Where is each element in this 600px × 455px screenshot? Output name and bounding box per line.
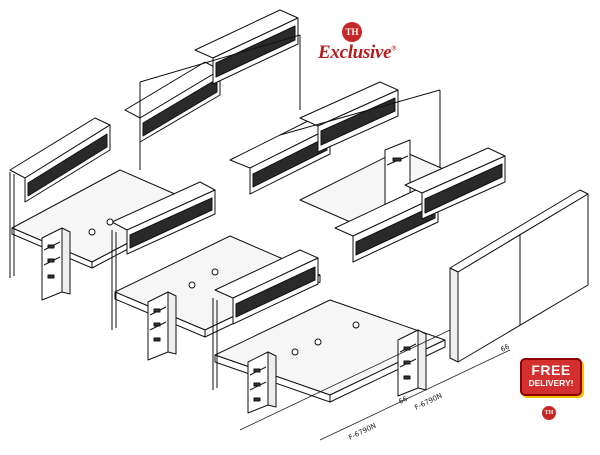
overhead-hutch <box>111 181 216 255</box>
pedestal <box>41 227 71 301</box>
pedestal <box>147 291 177 361</box>
badge-line2: DELIVERY! <box>528 378 574 388</box>
dimension-label: 66 <box>499 342 511 353</box>
end-panel <box>449 189 589 363</box>
overhead-hutch <box>404 147 506 220</box>
overhead-hutch <box>334 187 439 263</box>
pedestal <box>247 351 277 414</box>
brand-name-text: Exclusive <box>318 42 392 63</box>
brand-logo: TH Exclusive® <box>318 20 398 68</box>
overhead-hutch <box>299 81 399 153</box>
free-delivery-badge: FREE DELIVERY! <box>520 358 582 396</box>
overhead-hutch <box>9 117 111 203</box>
overhead-hutch <box>124 61 221 143</box>
trademark: ® <box>391 44 397 53</box>
badge-line1: FREE <box>531 362 571 378</box>
overhead-hutch <box>194 9 299 85</box>
overhead-hutch <box>229 119 331 195</box>
logo-mark-icon: TH <box>342 22 362 42</box>
brand-name: Exclusive® <box>318 42 397 64</box>
desk-accessories <box>88 218 360 356</box>
pedestal <box>397 329 427 397</box>
badge-box: FREE DELIVERY! <box>520 358 582 396</box>
footer-logo-icon: TH <box>542 406 556 420</box>
dimension-label: 66 <box>397 394 409 405</box>
dimension-lines <box>239 329 511 441</box>
dimension-label: F-6790N <box>413 392 443 412</box>
overhead-hutch <box>214 249 319 325</box>
